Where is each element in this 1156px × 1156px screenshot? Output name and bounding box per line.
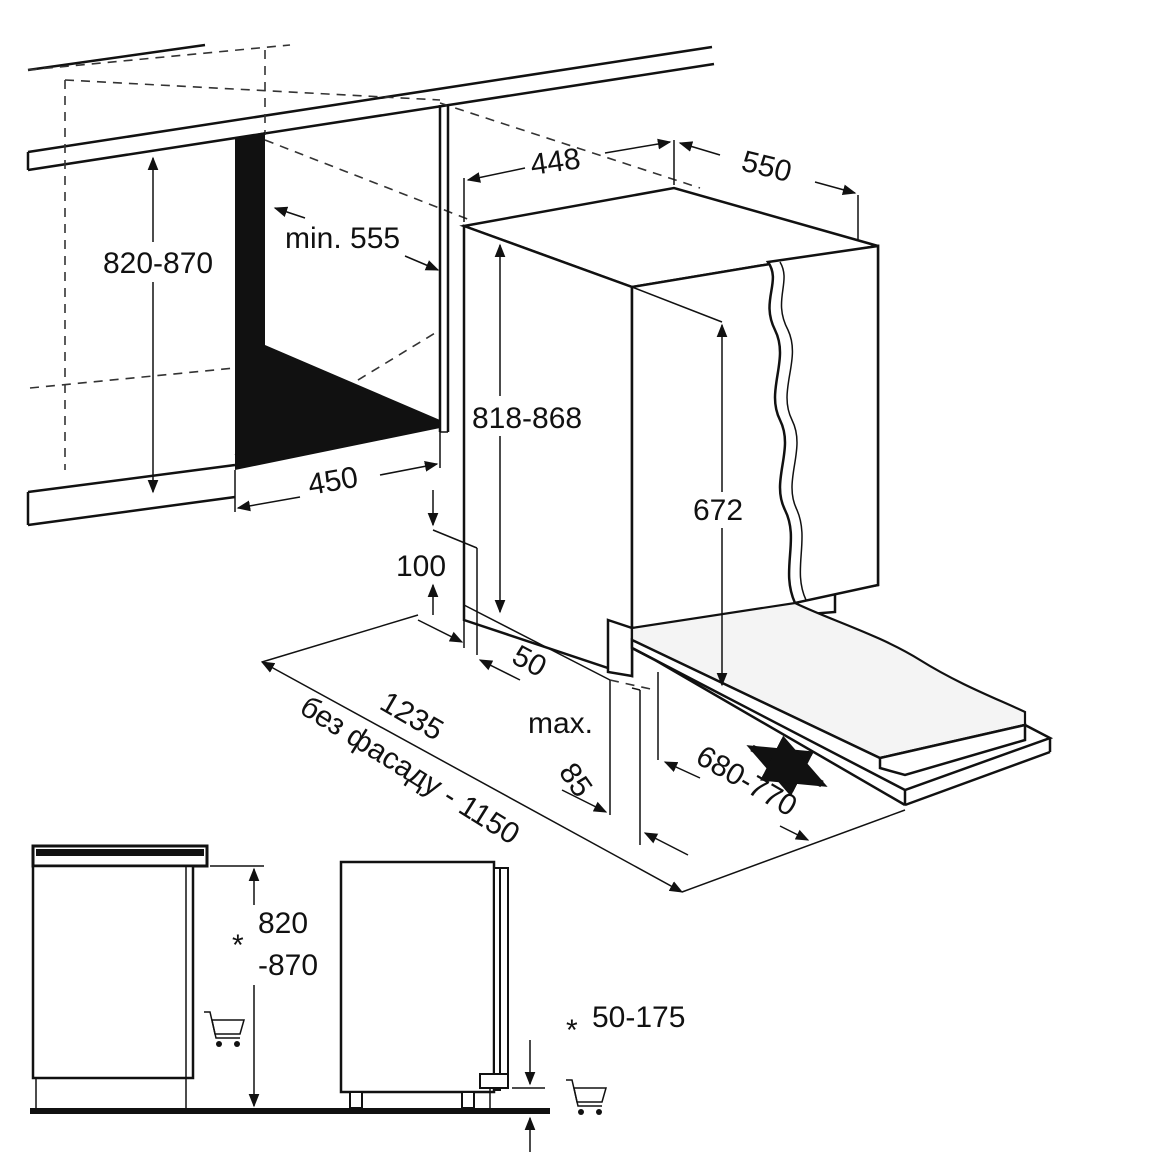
countertop-niche: [26, 43, 715, 527]
max-arrow-right: [643, 832, 689, 856]
side-height-bottom-label: -870: [258, 949, 318, 982]
depth-label: 550: [738, 145, 795, 189]
width-label: 448: [528, 142, 582, 182]
open-door-panel: [630, 601, 1054, 807]
door-range-arrow-right: [779, 825, 810, 841]
min-depth-arrow-right: [404, 255, 440, 271]
door-range-arrow-left: [663, 761, 701, 779]
side-height-top-label: 820: [258, 907, 308, 940]
door-range-label: 680-770: [691, 739, 803, 823]
total-depth-ext-right: [681, 809, 906, 893]
leg-range-label: 50-175: [592, 1001, 685, 1034]
door-slide-arrow: [746, 735, 828, 797]
side-view-cabinet: [30, 844, 550, 1114]
side-view-dishwasher: [339, 860, 509, 1109]
plinth-ext: [432, 529, 478, 549]
offset-arrow-left: [417, 619, 464, 643]
niche-width-arrow-right: [379, 461, 439, 476]
side-asterisk: *: [232, 929, 244, 962]
trolley-icon: [204, 1011, 245, 1047]
width-arrow-right: [604, 138, 672, 154]
min-depth-arrow-left: [273, 206, 306, 219]
appliance-height-label: 818-868: [472, 402, 582, 435]
min-depth-label: min. 555: [285, 222, 400, 255]
max-word-label: max.: [528, 707, 593, 740]
depth-arrow-left: [678, 141, 721, 156]
niche-width-label: 450: [305, 461, 360, 502]
niche-width-arrow-left: [236, 496, 301, 512]
width-arrow-left: [466, 167, 526, 183]
max-value-label: 85: [552, 757, 598, 803]
door-height-label: 672: [693, 494, 743, 527]
door-height-ext-top: [631, 286, 723, 323]
depth-arrow-right: [814, 181, 857, 195]
trolley-icon: [566, 1079, 607, 1115]
plinth-height-label: 100: [396, 550, 446, 583]
niche-height-label: 820-870: [103, 247, 213, 280]
leg-asterisk: *: [566, 1014, 578, 1047]
total-depth-arrow: [260, 661, 684, 893]
dishwasher-body: [459, 186, 880, 678]
floor-line-2: [631, 687, 641, 691]
total-depth-ext-left: [261, 614, 419, 663]
